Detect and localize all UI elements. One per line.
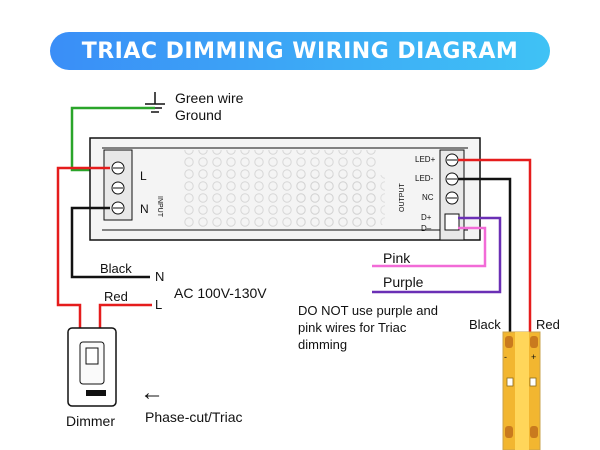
input-label: INPUT [156, 196, 163, 218]
out-term-led-minus: LED- [415, 174, 434, 183]
arrow-left-icon: ← [140, 379, 164, 406]
output-terminal-screws [444, 153, 460, 231]
pink-wire-label: Pink [383, 250, 411, 266]
warning-note-2: pink wires for Triac [298, 320, 407, 335]
ground-label-1: Green wire [175, 90, 244, 106]
red-wire-label: Red [104, 289, 128, 304]
strip-black-label: Black [469, 317, 501, 332]
led-driver [89, 137, 481, 241]
terminal-L-label: L [140, 169, 147, 183]
led-strip [502, 331, 541, 450]
out-term-d-minus: D– [421, 224, 432, 233]
red-input-wire [56, 166, 110, 328]
out-term-led-plus: LED+ [415, 155, 436, 164]
out-term-nc: NC [422, 193, 434, 202]
input-terminal-screws [111, 161, 125, 215]
black-led-minus-wire [458, 177, 512, 332]
ac-voltage-label: AC 100V-130V [174, 285, 267, 301]
strip-minus-label: - [504, 352, 507, 362]
phase-cut-label: Phase-cut/Triac [145, 409, 243, 425]
diagram-title: TRIAC DIMMING WIRING DIAGRAM [81, 38, 519, 64]
warning-note-1: DO NOT use purple and [298, 303, 438, 318]
purple-dim-wire [372, 216, 502, 294]
N-label: N [155, 269, 164, 284]
terminal-N-label: N [140, 202, 149, 216]
warning-note-3: dimming [298, 337, 347, 352]
black-N-wire [70, 206, 150, 279]
red-L-wire [98, 303, 152, 328]
dimmer-switch [67, 327, 117, 407]
ground-label-2: Ground [175, 107, 222, 123]
strip-plus-label: + [531, 352, 536, 362]
title-banner: TRIAC DIMMING WIRING DIAGRAM [50, 32, 550, 70]
pink-dim-wire [372, 226, 487, 268]
dimmer-label: Dimmer [66, 413, 115, 429]
black-wire-label: Black [100, 261, 132, 276]
out-term-d-plus: D+ [421, 213, 432, 222]
L-label: L [155, 297, 162, 312]
red-led-plus-wire [458, 158, 532, 332]
purple-wire-label: Purple [383, 274, 424, 290]
strip-red-label: Red [536, 317, 560, 332]
output-label: OUTPUT [399, 183, 406, 213]
